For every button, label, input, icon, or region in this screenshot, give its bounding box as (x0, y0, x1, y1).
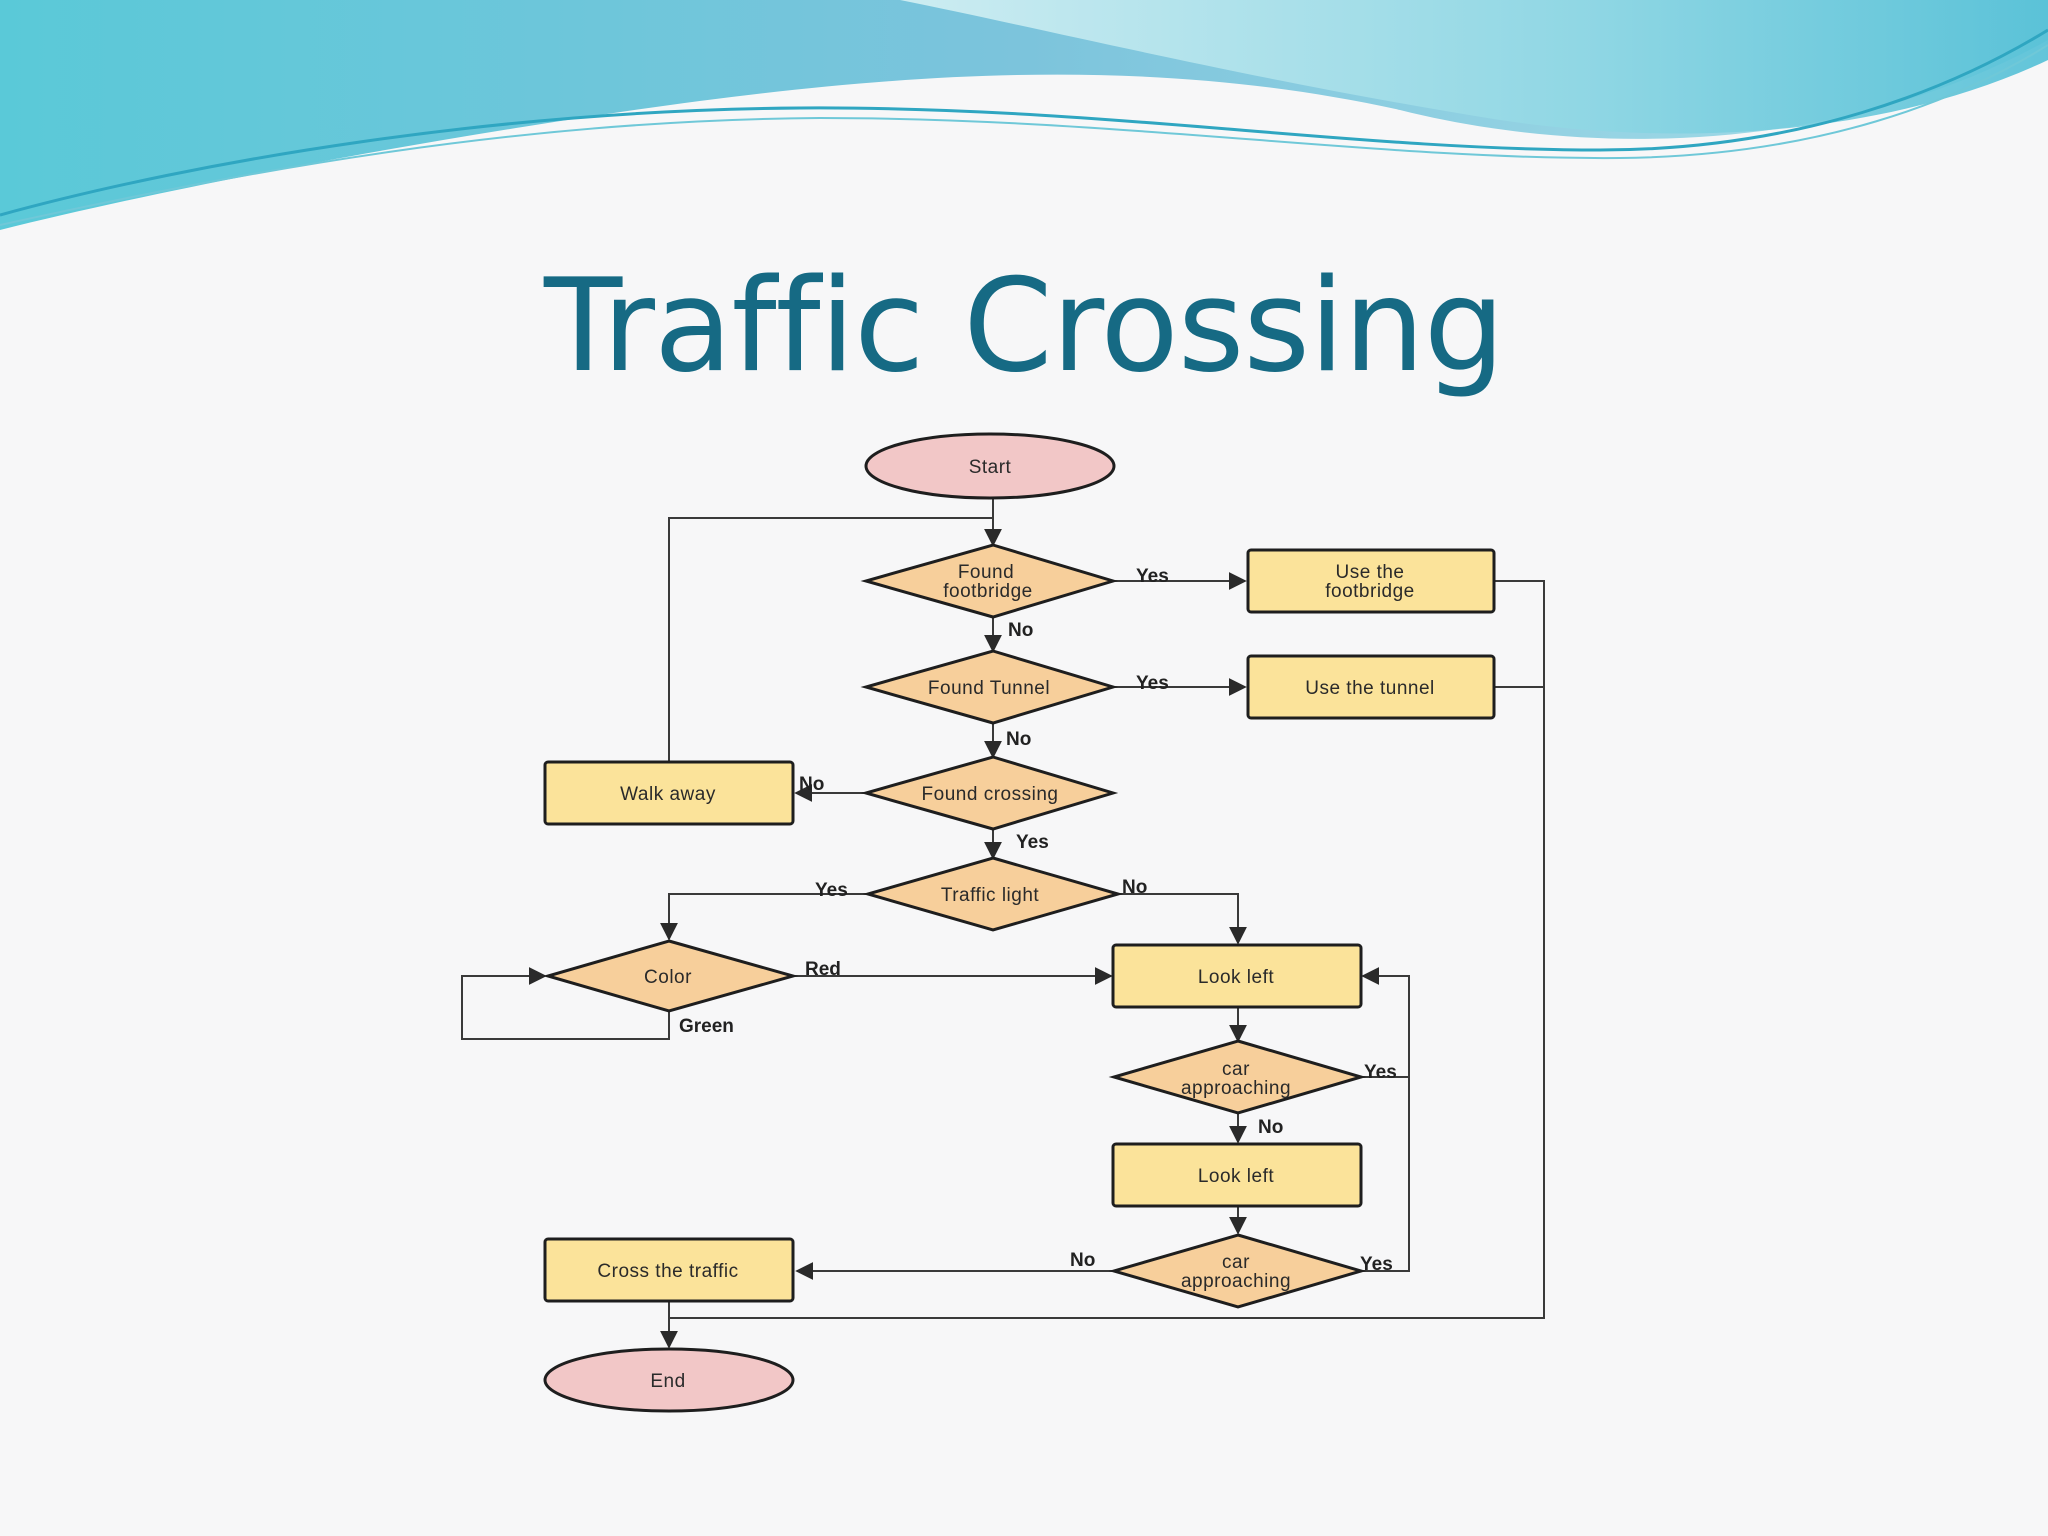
found-crossing-label: Found crossing (922, 784, 1059, 805)
found-crossing-decision (860, 755, 1119, 831)
edge-label-tunnel-yes: Yes (1136, 673, 1169, 694)
end-label: End (650, 1371, 685, 1392)
edge-label-color-green: Green (679, 1016, 734, 1037)
slide-title: Traffic Crossing (544, 252, 1505, 401)
found-footbridge-label-2: footbridge (943, 581, 1033, 602)
car-approaching-1-decision (1108, 1039, 1367, 1115)
header-wave-decoration (0, 0, 2048, 230)
found-tunnel-label: Found Tunnel (928, 678, 1050, 699)
edge-label-color-red: Red (805, 959, 841, 980)
look-left-1-process (1111, 943, 1363, 1009)
start-terminal (864, 432, 1116, 500)
car-approaching-1-label-1: car (1222, 1059, 1250, 1080)
edge-car1-yes (1361, 967, 1410, 1078)
edge-label-crossing-no: No (799, 774, 824, 795)
walk-away-label: Walk away (620, 784, 716, 805)
edge-label-car1-yes: Yes (1364, 1062, 1397, 1083)
edge-label-light-no: No (1122, 877, 1147, 898)
walk-away-process (543, 760, 795, 826)
edge-label-car2-no: No (1070, 1250, 1095, 1271)
look-left-2-process (1111, 1142, 1363, 1208)
use-tunnel-process (1246, 654, 1496, 720)
use-footbridge-label-1: Use the (1336, 562, 1405, 583)
found-footbridge-label-1: Found (958, 562, 1014, 583)
edge-label-tunnel-no: No (1006, 729, 1031, 750)
traffic-light-decision (862, 856, 1124, 932)
edge-car2-yes (1361, 1077, 1410, 1272)
edge-footbridge-to-merge (669, 580, 1545, 1319)
traffic-light-label: Traffic light (941, 885, 1040, 906)
color-decision (542, 939, 799, 1013)
found-tunnel-decision (860, 649, 1119, 725)
use-footbridge-process (1246, 548, 1496, 614)
start-label: Start (969, 457, 1012, 478)
edge-color-green-loop (461, 967, 670, 1040)
car-approaching-2-decision (1108, 1233, 1367, 1309)
color-label: Color (644, 967, 692, 988)
end-terminal (543, 1347, 795, 1413)
look-left-1-label: Look left (1198, 967, 1275, 988)
car-approaching-2-label-2: approaching (1181, 1271, 1291, 1292)
edge-label-crossing-yes: Yes (1016, 832, 1049, 853)
edge-label-car1-no: No (1258, 1117, 1283, 1138)
use-footbridge-label-2: footbridge (1325, 581, 1415, 602)
cross-traffic-label: Cross the traffic (597, 1261, 738, 1282)
edge-light-no (1118, 893, 1247, 945)
edge-label-car2-yes: Yes (1360, 1254, 1393, 1275)
edge-label-footbridge-no: No (1008, 620, 1033, 641)
cross-traffic-process (543, 1237, 795, 1303)
car-approaching-1-label-2: approaching (1181, 1078, 1291, 1099)
car-approaching-2-label-1: car (1222, 1252, 1250, 1273)
edge-label-footbridge-yes: Yes (1136, 566, 1169, 587)
edge-label-light-yes: Yes (815, 880, 848, 901)
use-tunnel-label: Use the tunnel (1305, 678, 1435, 699)
look-left-2-label: Look left (1198, 1166, 1275, 1187)
edge-walk-away-loop (668, 517, 993, 762)
edge-light-yes (660, 893, 868, 941)
found-footbridge-decision (860, 543, 1119, 619)
